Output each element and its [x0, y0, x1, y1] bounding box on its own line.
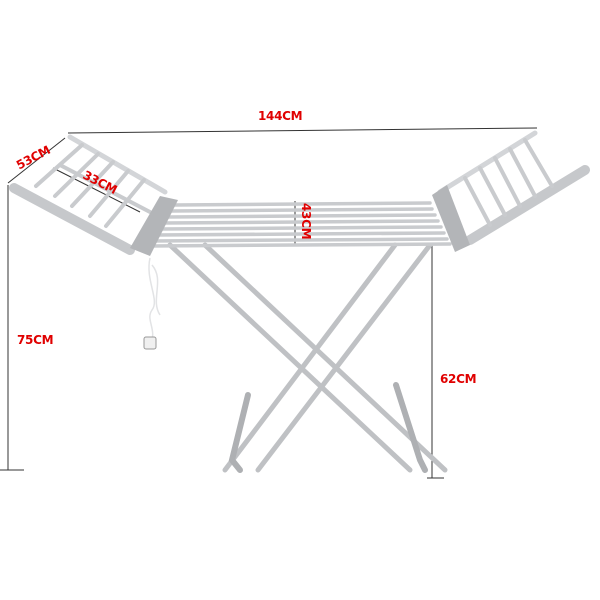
plug-icon	[143, 336, 157, 350]
height-label: 75CM	[17, 333, 54, 347]
feet	[228, 382, 428, 473]
depth-label: 43CM	[299, 203, 313, 240]
width-label: 144CM	[258, 109, 303, 123]
width-dimension-line	[67, 127, 538, 134]
legs	[167, 242, 448, 473]
right-wing	[432, 130, 590, 252]
dimension-lines	[0, 127, 538, 479]
left-wing	[9, 134, 178, 256]
wing-length-dimension-line	[7, 137, 66, 184]
power-cord	[148, 257, 161, 346]
center-rails	[148, 201, 452, 248]
center-height-label: 62CM	[440, 372, 477, 386]
